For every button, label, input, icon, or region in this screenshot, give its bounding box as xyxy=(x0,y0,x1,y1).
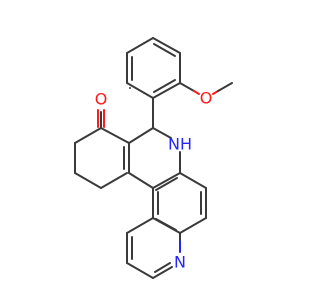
bond xyxy=(155,218,177,231)
bond xyxy=(153,79,176,93)
bond xyxy=(128,172,154,189)
bond xyxy=(100,127,130,144)
bond xyxy=(153,43,176,57)
chemical-structure-diagram: O O NH N xyxy=(74,37,233,279)
bond xyxy=(126,82,154,99)
bond xyxy=(74,172,102,189)
carbonyl-oxygen-label: O xyxy=(95,90,108,109)
bond xyxy=(128,127,154,144)
bond xyxy=(152,82,181,99)
bond xyxy=(74,127,102,144)
molecule-canvas: O O NH N xyxy=(74,37,233,279)
bond xyxy=(217,82,233,92)
ether-oxygen-label: O xyxy=(200,89,213,108)
pyridine-ring xyxy=(126,217,181,279)
pyridine-nitrogen-label: N xyxy=(174,253,186,272)
bond xyxy=(126,262,154,279)
bond xyxy=(152,172,181,189)
bond xyxy=(100,172,128,189)
bond xyxy=(179,82,195,92)
cyclohexenone-ring xyxy=(74,111,130,189)
dihydropyridine-ring xyxy=(128,127,181,189)
bond xyxy=(126,37,154,54)
methoxyphenyl-ring xyxy=(126,37,181,129)
bond xyxy=(126,217,154,234)
bond xyxy=(155,177,178,191)
bond xyxy=(152,37,181,54)
bond xyxy=(154,262,171,273)
bond xyxy=(152,266,173,279)
bond xyxy=(193,90,200,95)
amine-nitrogen-label: NH xyxy=(168,135,192,154)
bond xyxy=(152,127,172,139)
bond xyxy=(179,217,207,234)
benzo-ring xyxy=(152,172,207,234)
bond xyxy=(179,172,207,189)
